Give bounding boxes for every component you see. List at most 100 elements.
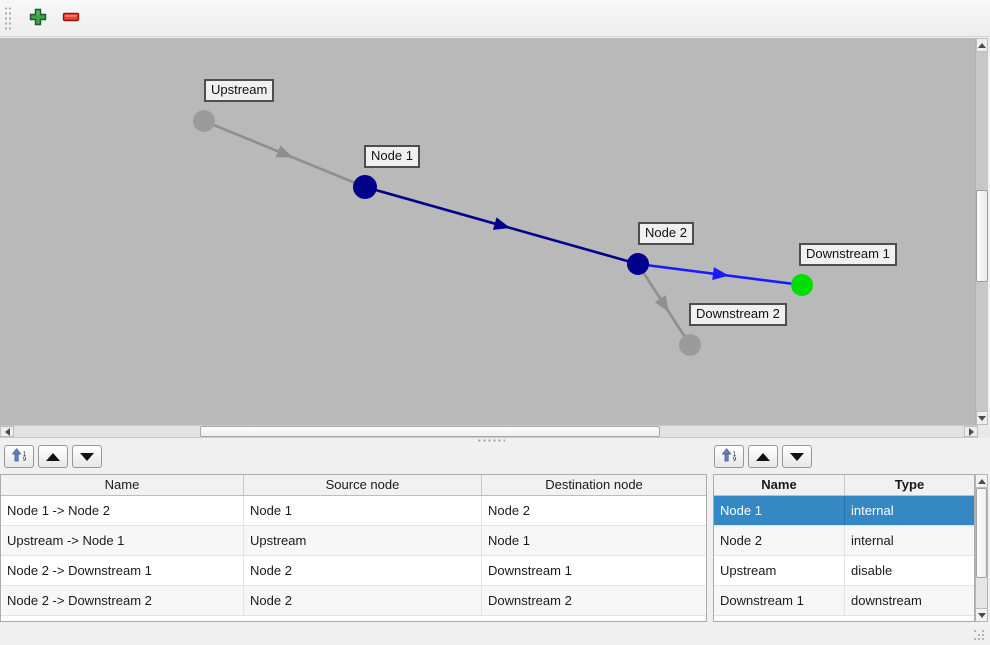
move-up-icon — [46, 452, 60, 461]
table-cell[interactable]: Node 2 — [488, 503, 530, 518]
red-minus-icon — [62, 8, 80, 29]
table-row[interactable]: Node 2 internal — [714, 526, 974, 556]
node-label[interactable]: Downstream 2 — [689, 303, 787, 326]
arrow-right-icon — [968, 427, 974, 436]
canvas-horizontal-scrollbar[interactable] — [0, 425, 978, 438]
edge-move-down-button[interactable] — [72, 445, 102, 468]
table-cell[interactable]: Downstream 2 — [488, 593, 572, 608]
horizontal-scrollbar-thumb[interactable] — [200, 426, 660, 437]
scroll-left-button[interactable] — [0, 426, 14, 437]
node-label[interactable]: Node 2 — [638, 222, 694, 245]
table-cell[interactable]: internal — [851, 503, 894, 518]
table-cell[interactable]: internal — [851, 533, 894, 548]
table-cell[interactable]: Upstream — [714, 556, 845, 585]
scroll-up-button[interactable] — [976, 475, 987, 488]
graph-node[interactable] — [627, 253, 649, 275]
node-label[interactable]: Node 1 — [364, 145, 420, 168]
edge-arrow-icon — [712, 267, 729, 281]
edge-move-up-button[interactable] — [38, 445, 68, 468]
node-move-down-button[interactable] — [782, 445, 812, 468]
table-cell[interactable]: Node 1 -> Node 2 — [1, 496, 244, 525]
column-header-type[interactable]: Type — [894, 477, 925, 492]
scroll-right-button[interactable] — [964, 426, 978, 437]
vertical-scrollbar-thumb[interactable] — [976, 190, 988, 282]
move-down-icon — [790, 452, 804, 461]
table-cell[interactable]: downstream — [851, 593, 922, 608]
empty-row — [714, 616, 974, 621]
move-down-icon — [80, 452, 94, 461]
arrow-up-icon — [978, 42, 986, 48]
arrow-down-icon — [977, 612, 986, 618]
table-row[interactable]: Node 1 internal — [714, 496, 974, 526]
table-cell[interactable]: Node 2 — [244, 556, 482, 585]
pane-splitter[interactable] — [0, 438, 990, 443]
column-header-name[interactable]: Name — [1, 475, 244, 495]
table-cell[interactable]: Node 2 -> Downstream 2 — [1, 586, 244, 615]
table-cell[interactable]: Node 1 — [488, 533, 530, 548]
edge-arrow-icon — [275, 145, 293, 158]
canvas-vertical-scrollbar[interactable] — [975, 38, 988, 425]
sort-ascending-icon — [11, 448, 22, 465]
arrow-up-icon — [977, 478, 986, 484]
sort-ascending-icon — [721, 448, 732, 465]
node-move-up-button[interactable] — [748, 445, 778, 468]
table-cell[interactable]: Node 2 — [244, 586, 482, 615]
main-toolbar — [0, 0, 990, 37]
column-header-source-node[interactable]: Source node — [244, 475, 482, 495]
splitter-grip-icon — [477, 439, 505, 442]
node-table-header: Name Type — [714, 475, 974, 496]
graph-node[interactable] — [679, 334, 701, 356]
node-sort-button[interactable]: 1 9 — [714, 445, 744, 468]
edge-arrow-icon — [492, 217, 511, 230]
window-resize-grip[interactable] — [974, 630, 986, 642]
remove-button[interactable] — [58, 5, 84, 31]
edge-table-header: Name Source node Destination node — [1, 475, 706, 496]
arrow-down-icon — [978, 415, 986, 421]
node-table-scrollbar-thumb[interactable] — [976, 488, 987, 578]
sort-digit-top: 1 — [22, 450, 27, 458]
table-cell[interactable]: Node 2 -> Downstream 1 — [1, 556, 244, 585]
add-button[interactable] — [25, 5, 51, 31]
table-cell[interactable]: Upstream -> Node 1 — [1, 526, 244, 555]
table-row[interactable]: Downstream 1 downstream — [714, 586, 974, 616]
table-cell[interactable]: Upstream — [244, 526, 482, 555]
table-cell[interactable]: Node 1 — [244, 496, 482, 525]
node-table-toolbar: 1 9 — [714, 445, 816, 468]
edge-table: Name Source node Destination node Node 1… — [0, 474, 707, 622]
sort-digits: 1 9 — [22, 450, 27, 463]
graph-node[interactable] — [791, 274, 813, 296]
sort-digit-top: 1 — [732, 450, 737, 458]
edge-sort-button[interactable]: 1 9 — [4, 445, 34, 468]
table-cell[interactable]: disable — [851, 563, 893, 578]
table-cell[interactable]: Downstream 1 — [714, 586, 845, 615]
graph-node[interactable] — [353, 175, 377, 199]
column-header-destination-node[interactable]: Destination node — [545, 477, 643, 492]
graph-node[interactable] — [193, 110, 215, 132]
arrow-left-icon — [4, 427, 10, 436]
move-up-icon — [756, 452, 770, 461]
table-row[interactable]: Upstream disable — [714, 556, 974, 586]
green-plus-icon — [29, 8, 47, 29]
scroll-up-button[interactable] — [976, 38, 988, 52]
table-cell[interactable]: Downstream 1 — [488, 563, 572, 578]
column-header-name[interactable]: Name — [714, 475, 845, 495]
edge-table-toolbar: 1 9 — [4, 445, 106, 468]
scroll-down-button[interactable] — [976, 608, 987, 621]
scroll-down-button[interactable] — [976, 411, 988, 425]
node-label[interactable]: Upstream — [204, 79, 275, 102]
table-cell[interactable]: Node 2 — [714, 526, 845, 555]
table-cell[interactable]: Node 1 — [714, 496, 845, 525]
sort-digit-bottom: 9 — [22, 455, 27, 463]
node-table-scrollbar[interactable] — [975, 474, 988, 622]
toolbar-drag-handle[interactable] — [4, 6, 13, 30]
node-label[interactable]: Downstream 1 — [799, 243, 897, 266]
